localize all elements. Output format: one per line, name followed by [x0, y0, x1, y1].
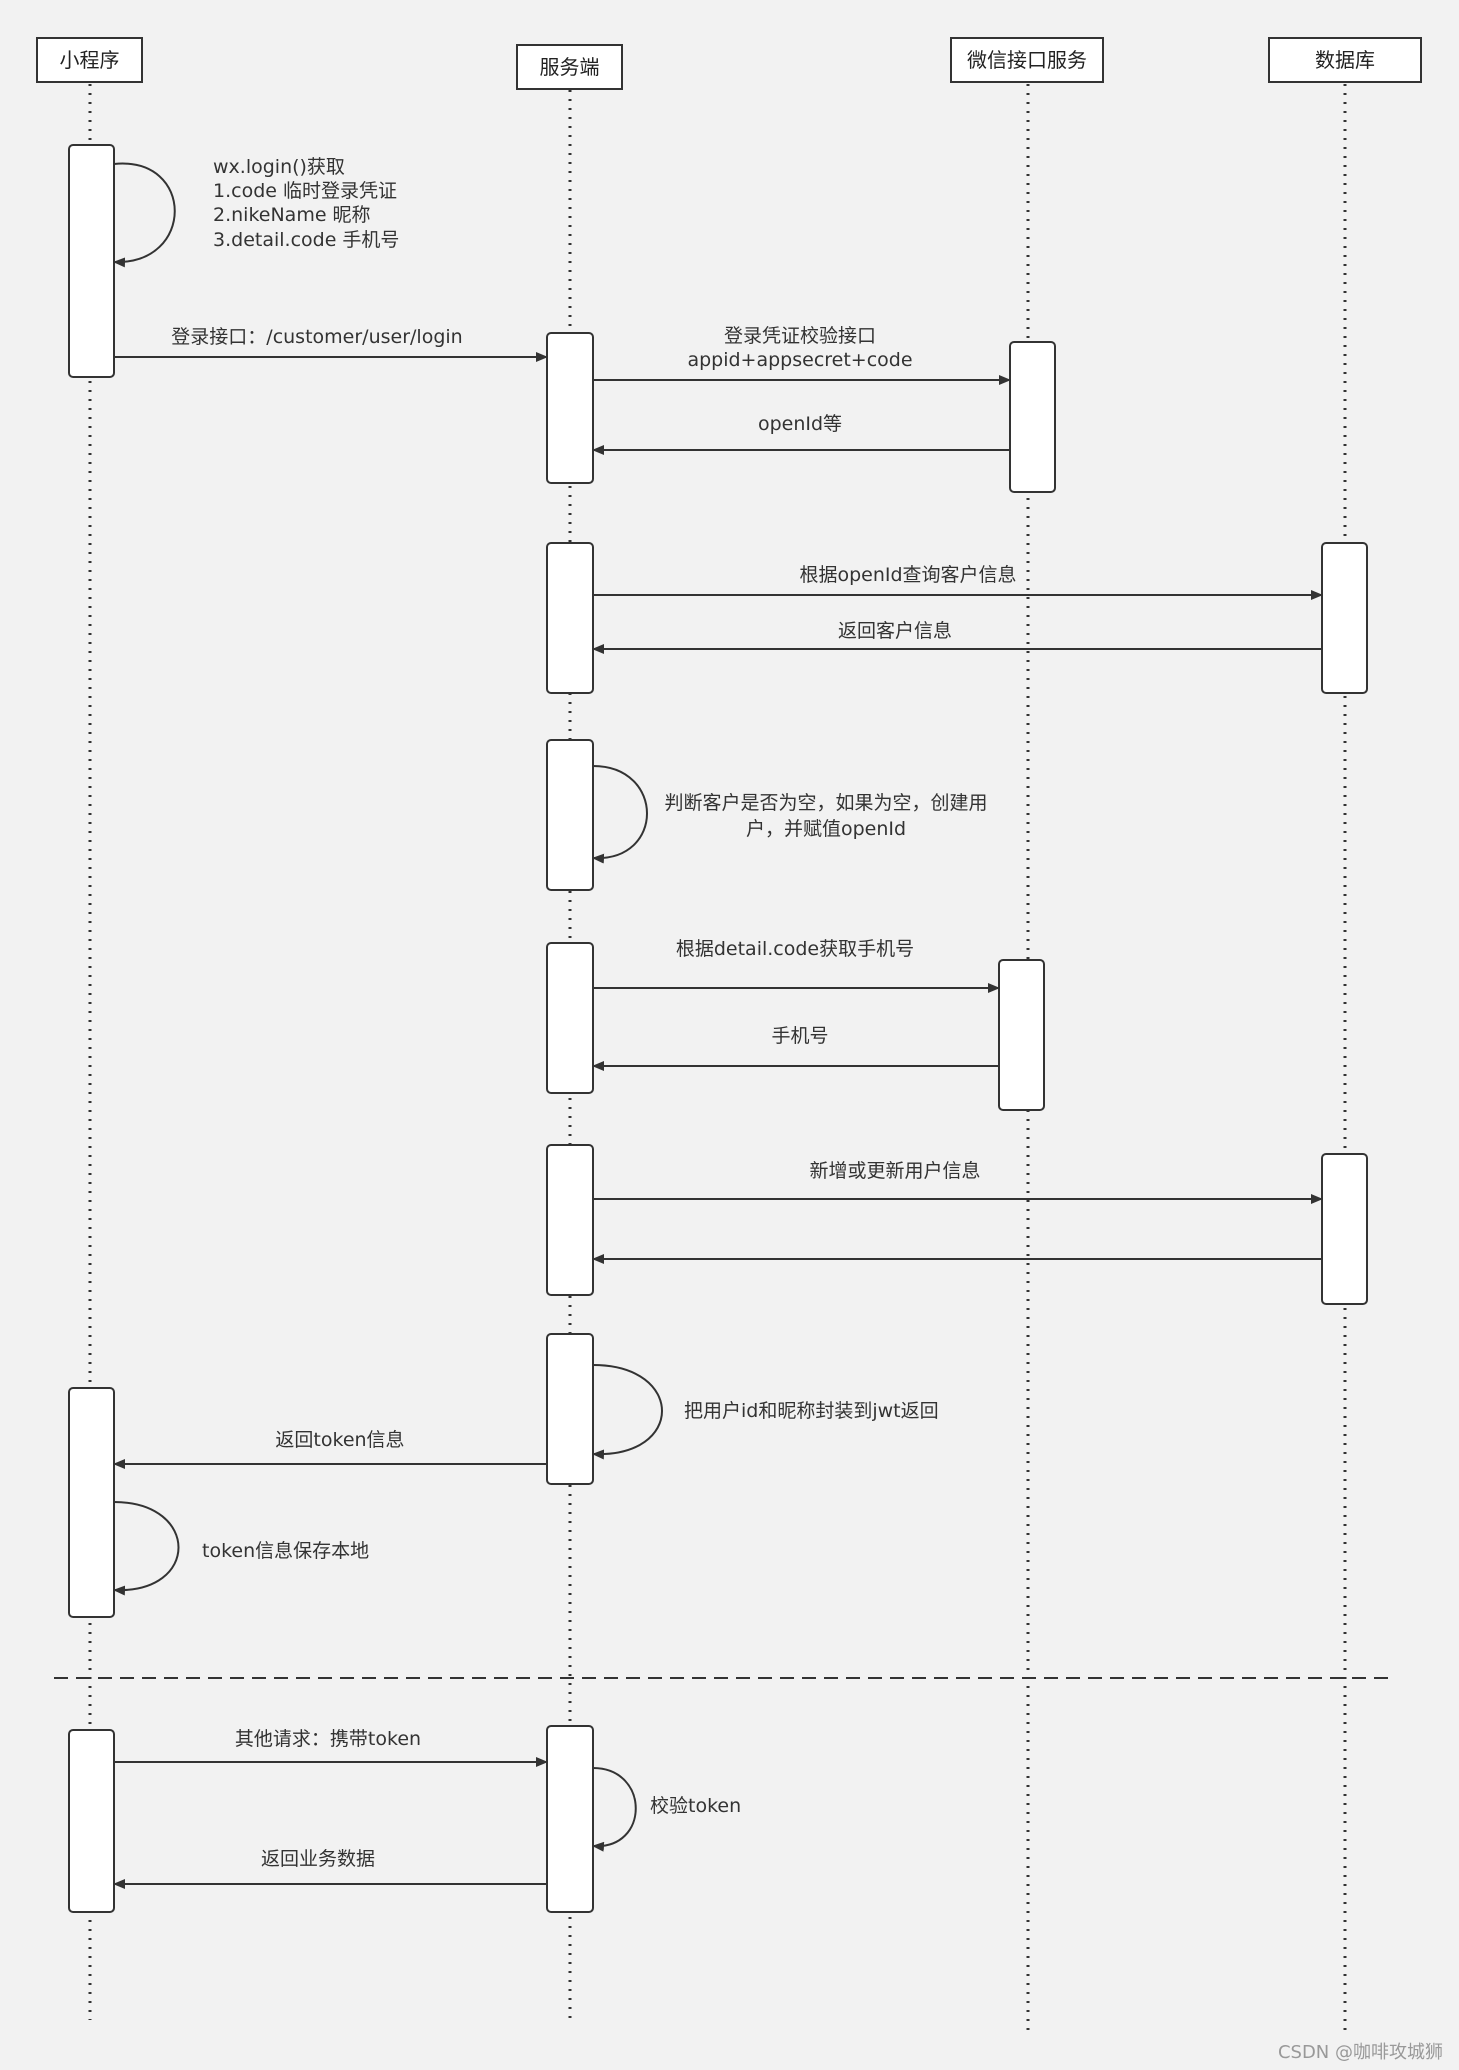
label-verify-2: appid+appsecret+code: [687, 349, 912, 371]
note-wx-login-3: 2.nikeName 昵称: [213, 204, 371, 226]
activation-server-4: [546, 942, 594, 1094]
participant-miniapp-label: 小程序: [60, 48, 120, 72]
activation-server-6: [546, 1333, 594, 1485]
participant-db-label: 数据库: [1315, 48, 1375, 72]
label-phone-return: 手机号: [771, 1025, 828, 1047]
note-wx-login-4: 3.detail.code 手机号: [213, 229, 399, 251]
label-return-customer: 返回客户信息: [838, 620, 952, 642]
participant-db: 数据库: [1268, 37, 1422, 83]
label-query-customer: 根据openId查询客户信息: [799, 564, 1016, 586]
label-jwt: 把用户id和昵称封装到jwt返回: [684, 1400, 939, 1422]
label-verify-token: 校验token: [650, 1795, 741, 1817]
self-arrow-wx-login: [113, 162, 176, 268]
self-arrow-save-token: [113, 1501, 180, 1596]
activation-server-3: [546, 739, 594, 891]
label-return-data: 返回业务数据: [261, 1848, 375, 1870]
activation-db-1: [1321, 542, 1368, 694]
label-judge-2: 户，并赋值openId: [746, 818, 906, 840]
label-judge-1: 判断客户是否为空，如果为空，创建用: [664, 792, 987, 814]
label-login-api: 登录接口：/customer/user/login: [171, 326, 462, 348]
participant-miniapp: 小程序: [36, 37, 143, 83]
activation-server-1: [546, 332, 594, 484]
self-arrow-verify-token: [592, 1767, 637, 1852]
label-get-phone: 根据detail.code获取手机号: [676, 938, 914, 960]
participant-wechat: 微信接口服务: [950, 37, 1104, 83]
activation-wechat-1: [1009, 341, 1056, 493]
activation-miniapp-2: [68, 1387, 115, 1618]
label-other-request: 其他请求：携带token: [235, 1728, 421, 1750]
activation-server-2: [546, 542, 594, 694]
label-upsert-user: 新增或更新用户信息: [809, 1160, 980, 1182]
self-arrow-jwt: [592, 1364, 663, 1460]
activation-miniapp-1: [68, 144, 115, 378]
activation-miniapp-3: [68, 1729, 115, 1913]
self-arrow-judge: [592, 765, 648, 864]
participant-server-label: 服务端: [540, 55, 600, 79]
participant-server: 服务端: [516, 44, 623, 90]
label-verify-1: 登录凭证校验接口: [724, 325, 876, 347]
note-wx-login-2: 1.code 临时登录凭证: [213, 180, 397, 202]
note-wx-login-1: wx.login()获取: [213, 156, 345, 178]
activation-server-7: [546, 1725, 594, 1913]
activation-server-5: [546, 1144, 594, 1296]
watermark: CSDN @咖啡攻城狮: [1278, 2042, 1443, 2063]
label-save-token: token信息保存本地: [202, 1540, 369, 1562]
participant-wechat-label: 微信接口服务: [967, 48, 1087, 72]
activation-db-2: [1321, 1153, 1368, 1305]
label-openid-return: openId等: [758, 413, 842, 435]
label-return-token: 返回token信息: [275, 1429, 404, 1451]
activation-wechat-2: [998, 959, 1045, 1111]
